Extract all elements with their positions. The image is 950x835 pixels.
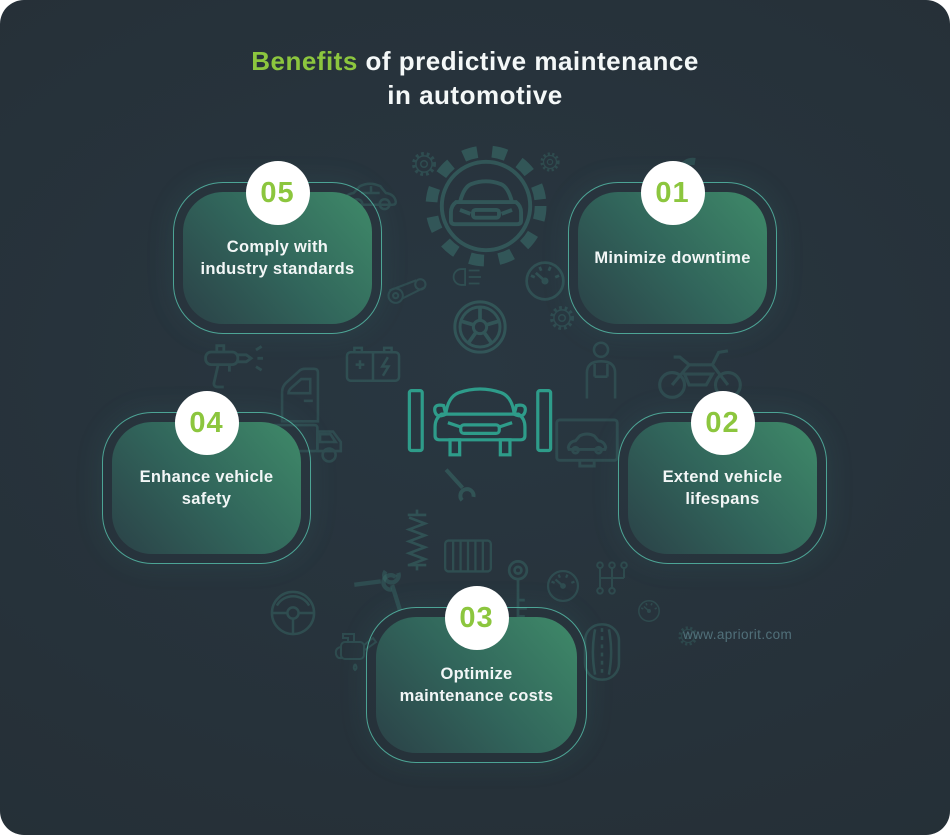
tire-icon — [583, 623, 621, 681]
wrench-icon — [439, 467, 480, 505]
card-number-badge: 03 — [444, 586, 509, 650]
card-comply-with-industry-standards: Comply with industry standards 05 — [173, 161, 382, 334]
wheel-icon — [452, 299, 508, 355]
gear-car-icon — [431, 151, 540, 260]
card-title: Extend vehicle lifespans — [662, 468, 783, 508]
steering-wheel-icon — [270, 590, 316, 636]
spring-icon — [406, 508, 428, 572]
card-number-badge: 05 — [245, 161, 310, 225]
card-number-badge: 04 — [174, 391, 239, 455]
card-number-badge: 01 — [640, 161, 705, 225]
title-line-2: in automotive — [387, 80, 563, 110]
gear-icon — [549, 305, 575, 331]
gear-icon — [411, 152, 437, 176]
title-rest: of predictive maintenance — [357, 46, 699, 76]
title-line-1: Benefits of predictive maintenance — [0, 44, 950, 78]
gear-shift-icon — [596, 561, 628, 595]
card-title: Optimize maintenance costs — [399, 665, 554, 705]
card-title: Minimize downtime — [594, 249, 751, 267]
radiator-icon — [443, 539, 493, 573]
card-body: Extend vehicle lifespans — [628, 422, 817, 554]
pulley-icon — [387, 278, 427, 304]
spray-gun-icon — [204, 344, 264, 389]
car-door-icon — [280, 367, 320, 423]
motorcycle-icon — [658, 349, 742, 399]
watermark-url: www.apriorit.com — [683, 627, 793, 642]
headlight-icon — [452, 268, 482, 286]
wrench-icon — [372, 566, 417, 610]
monitor-car-icon — [555, 418, 619, 468]
gear-icon — [540, 152, 560, 172]
card-extend-vehicle-lifespans: Extend vehicle lifespans 02 — [618, 391, 827, 564]
battery-icon — [345, 346, 401, 382]
gauge-icon — [525, 261, 565, 301]
card-body: Minimize downtime — [578, 192, 767, 324]
card-minimize-downtime: Minimize downtime 01 — [568, 161, 777, 334]
page-title: Benefits of predictive maintenance in au… — [0, 44, 950, 112]
mechanic-icon — [585, 341, 617, 400]
gauge-icon — [546, 569, 580, 603]
card-title: Comply with industry standards — [200, 238, 355, 278]
gauge-icon — [638, 600, 660, 622]
car-lift-icon — [407, 387, 553, 457]
card-enhance-vehicle-safety: Enhance vehicle safety 04 — [102, 391, 311, 564]
card-number-badge: 02 — [690, 391, 755, 455]
card-optimize-maintenance-costs: Optimize maintenance costs 03 — [366, 586, 587, 763]
title-highlight: Benefits — [251, 46, 358, 76]
card-title: Enhance vehicle safety — [139, 468, 274, 508]
